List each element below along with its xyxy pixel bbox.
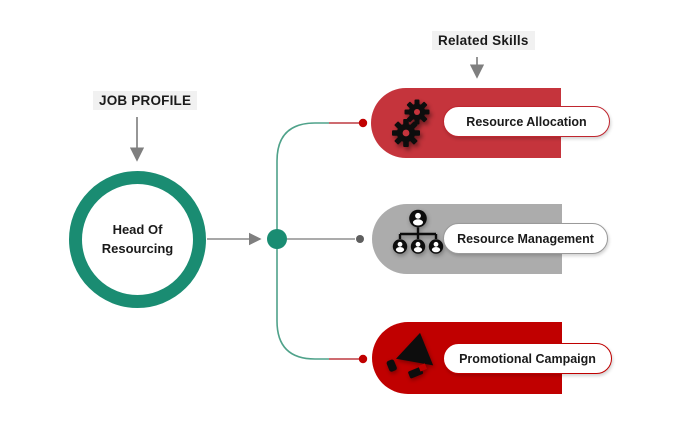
related-skills-label: Related Skills [432, 31, 535, 50]
hub-dot [267, 229, 287, 249]
branch-top-endpoint-dot [358, 118, 368, 128]
profile-node-title-line1: Head Of [112, 221, 163, 237]
skill-capsule-promotional-campaign: Promotional Campaign [443, 343, 612, 374]
branch-bottom-endpoint-dot [358, 354, 368, 364]
gears-icon [392, 99, 430, 147]
skill-label-resource-allocation: Resource Allocation [466, 114, 587, 129]
profile-node-ring: Head Of Resourcing [69, 171, 206, 308]
org-chart-icon [392, 209, 444, 254]
skill-label-resource-management: Resource Management [457, 231, 594, 246]
skill-capsule-resource-allocation: Resource Allocation [443, 106, 610, 137]
branch-middle-endpoint-dot [356, 235, 364, 243]
profile-node-title-line2: Resourcing [101, 240, 174, 256]
job-profile-label: JOB PROFILE [93, 91, 198, 110]
branch-top-teal [276, 122, 329, 239]
profile-node-title: Head Of Resourcing [102, 221, 174, 259]
skill-label-promotional-campaign: Promotional Campaign [459, 351, 596, 366]
megaphone-icon [386, 332, 434, 379]
branch-bottom-teal [276, 239, 329, 360]
skill-capsule-resource-management: Resource Management [443, 223, 608, 254]
